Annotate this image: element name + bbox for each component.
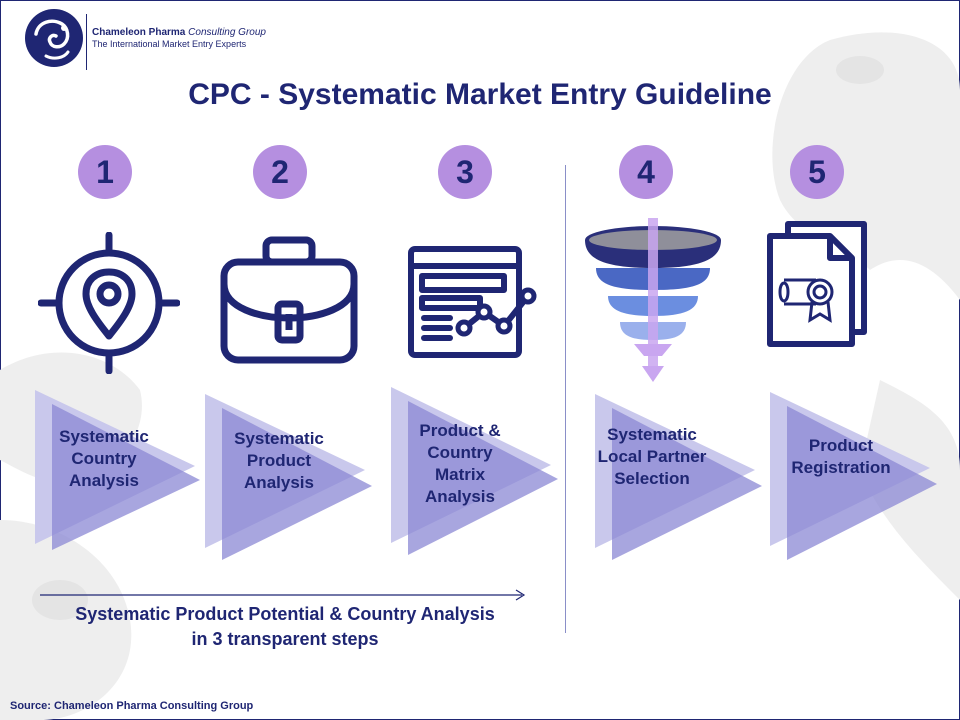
step-1-arrow [35, 390, 200, 550]
company-name: Chameleon Pharma Consulting Group [92, 27, 266, 38]
step-5-number: 5 [790, 145, 844, 199]
phase-divider [565, 165, 566, 633]
certificate-document-icon [767, 221, 867, 347]
briefcase-icon [220, 236, 358, 364]
step-4-number: 4 [619, 145, 673, 199]
logo-divider [86, 14, 87, 70]
step-3-number: 3 [438, 145, 492, 199]
page-title: CPC - Systematic Market Entry Guideline [188, 78, 772, 111]
dashboard-chart-icon [408, 246, 537, 358]
summary-arrow-icon [40, 589, 526, 601]
summary-text: Systematic Product Potential & Country A… [75, 604, 495, 649]
funnel-icon [585, 218, 721, 382]
step-5-arrow [770, 392, 937, 560]
chameleon-logo-icon [25, 9, 83, 67]
step-3-arrow [391, 387, 558, 555]
step-4-arrow [595, 394, 762, 560]
step-1-number: 1 [78, 145, 132, 199]
source-note: Source: Chameleon Pharma Consulting Grou… [10, 700, 254, 712]
target-location-icon [38, 232, 180, 374]
step-2-arrow [205, 394, 372, 560]
company-tagline: The International Market Entry Experts [92, 39, 247, 49]
step-2-number: 2 [253, 145, 307, 199]
